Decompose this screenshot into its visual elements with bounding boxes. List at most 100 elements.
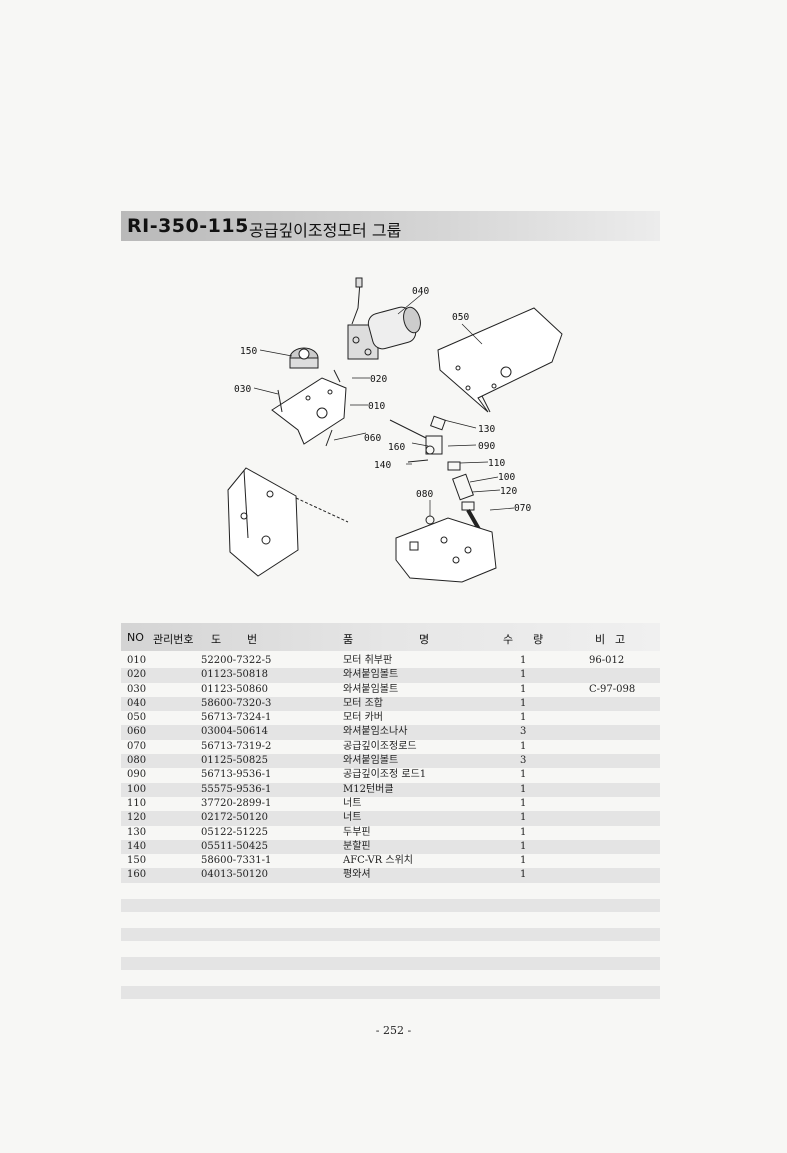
bolt-080 <box>425 515 435 525</box>
cell-quantity: 1 <box>520 712 527 724</box>
header-name-2: 명 <box>419 633 430 646</box>
pin-130 <box>389 419 427 439</box>
cell-no: 020 <box>127 669 147 681</box>
cable-line <box>351 281 361 325</box>
callout-110: 110 <box>488 458 505 469</box>
cell-note: 96-012 <box>589 655 625 666</box>
cell-note: C-97-098 <box>589 683 636 695</box>
cell-no: 100 <box>127 783 147 795</box>
cell-no: 150 <box>127 855 147 867</box>
callout-060: 060 <box>364 433 381 444</box>
callout-040: 040 <box>412 286 429 297</box>
cell-no: 110 <box>127 797 147 809</box>
page-number: - 252 - <box>375 1024 412 1037</box>
callout-100: 100 <box>498 472 515 483</box>
callout-090: 090 <box>478 441 495 452</box>
cell-part-number: 05122-51225 <box>201 826 269 838</box>
mounting-bracket <box>271 377 347 445</box>
callout-070: 070 <box>514 503 531 514</box>
empty-row <box>121 899 660 912</box>
cell-no: 040 <box>127 697 147 709</box>
callout-130: 130 <box>478 424 495 435</box>
cell-no: 120 <box>127 812 147 824</box>
cell-no: 030 <box>127 683 147 695</box>
cell-quantity: 1 <box>520 683 527 695</box>
cell-part-name: 공급깊이조정 로드1 <box>343 769 427 781</box>
empty-row <box>121 986 660 999</box>
cell-part-number: 58600-7320-3 <box>201 697 272 709</box>
callout-010: 010 <box>368 401 385 412</box>
cell-part-number: 56713-7319-2 <box>201 740 272 752</box>
cell-part-name: M12턴버클 <box>343 783 394 795</box>
cell-part-name: 모터 카버 <box>343 712 383 724</box>
empty-row <box>121 928 660 941</box>
cell-part-name: 모터 취부판 <box>343 655 393 666</box>
header-qty-1: 수 <box>503 633 514 646</box>
cell-quantity: 1 <box>520 697 527 709</box>
header-qty-2: 량 <box>533 633 544 646</box>
callout-080: 080 <box>416 489 433 500</box>
table-row: 130 05122-51225 두부핀 1 <box>121 826 660 840</box>
cell-quantity: 1 <box>520 855 527 867</box>
group-name: 공급깊이조정모터 그룹 <box>249 221 402 240</box>
cell-quantity: 1 <box>520 669 527 681</box>
pin-head <box>430 415 446 431</box>
cell-quantity: 1 <box>520 812 527 824</box>
cell-no: 070 <box>127 740 147 752</box>
header-name-1: 품 <box>343 633 354 646</box>
cell-part-name: 평와셔 <box>343 869 371 881</box>
cell-quantity: 1 <box>520 840 527 852</box>
header-note-1: 비 <box>595 633 606 646</box>
cell-no: 090 <box>127 769 147 781</box>
cell-part-name: 분할핀 <box>343 840 371 852</box>
cell-quantity: 1 <box>520 826 527 838</box>
cell-part-number: 52200-7322-5 <box>201 655 272 666</box>
cell-part-name: 공급깊이조정로드 <box>343 740 417 752</box>
split-pin-140 <box>407 459 429 463</box>
cell-part-number: 56713-7324-1 <box>201 712 272 724</box>
cell-no: 130 <box>127 826 147 838</box>
nut-120 <box>461 501 475 511</box>
header-mgmt-no: 관리번호 <box>153 633 194 646</box>
cable-plug <box>355 277 363 288</box>
cell-part-name: 두부핀 <box>343 826 371 838</box>
callout-160: 160 <box>388 442 405 453</box>
cell-part-name: 와셔붙임소나사 <box>343 726 408 738</box>
callout-120: 120 <box>500 486 517 497</box>
cell-part-name: 너트 <box>343 797 362 809</box>
bolt-020 <box>333 369 341 383</box>
cell-part-number: 37720-2899-1 <box>201 797 272 809</box>
bolt-030 <box>277 389 283 413</box>
cell-quantity: 1 <box>520 769 527 781</box>
cell-part-number: 04013-50120 <box>201 869 269 881</box>
cell-part-number: 56713-9536-1 <box>201 769 272 781</box>
empty-row <box>121 957 660 970</box>
cell-part-number: 01123-50860 <box>201 683 269 695</box>
left-frame <box>227 467 349 577</box>
cell-no: 160 <box>127 869 147 881</box>
cell-quantity: 3 <box>520 755 527 767</box>
cell-quantity: 1 <box>520 797 527 809</box>
vr-switch <box>289 347 319 369</box>
screw-060 <box>325 429 333 447</box>
table-header: NO 관리번호 도 번 품 명 수 량 비 고 <box>121 623 660 651</box>
turnbuckle-100 <box>452 473 474 501</box>
cell-no: 050 <box>127 712 147 724</box>
motor-cover <box>437 307 563 413</box>
cell-part-number: 55575-9536-1 <box>201 783 272 795</box>
lower-right-plate <box>395 515 497 583</box>
motor-assembly <box>347 306 421 360</box>
table-row: 050 56713-7324-1 모터 카버 1 <box>121 711 660 725</box>
rod-090 <box>425 435 443 455</box>
cell-part-number: 02172-50120 <box>201 812 269 824</box>
group-code: RI-350-115 <box>127 215 249 237</box>
